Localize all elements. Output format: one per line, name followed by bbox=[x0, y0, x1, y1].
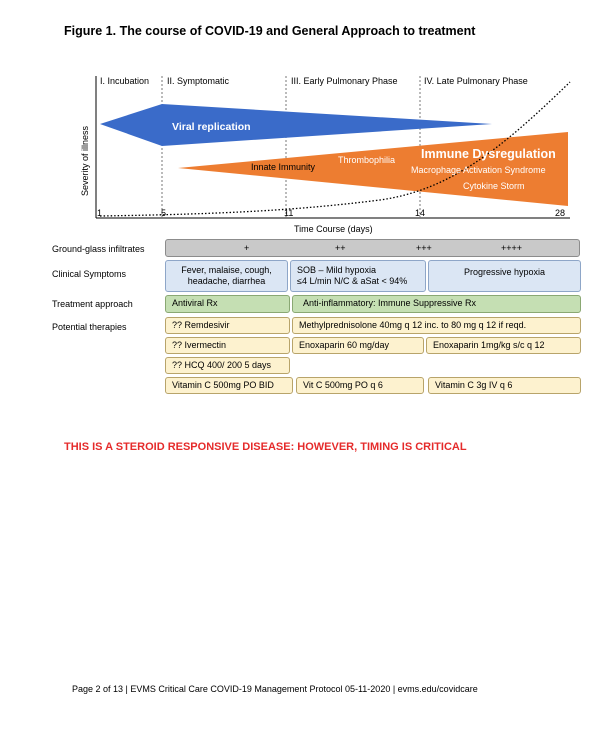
row-label-ground-glass: Ground-glass infiltrates bbox=[52, 244, 145, 254]
symptoms-early: Fever, malaise, cough, headache, diarrhe… bbox=[165, 260, 288, 292]
treatment-early: Antiviral Rx bbox=[165, 295, 290, 313]
viral-replication-label: Viral replication bbox=[172, 121, 251, 133]
viral-replication-wedge bbox=[100, 104, 492, 146]
x-tick-1: 1 bbox=[97, 208, 103, 218]
page-footer: Page 2 of 13 | EVMS Critical Care COVID-… bbox=[72, 684, 478, 694]
symptoms-early-line2: headache, diarrhea bbox=[187, 276, 266, 286]
row-label-clinical: Clinical Symptoms bbox=[52, 269, 127, 279]
grade-4: ++++ bbox=[501, 243, 523, 253]
ground-glass-bar: + ++ +++ ++++ bbox=[165, 239, 580, 257]
severity-curve bbox=[99, 81, 571, 217]
therapy-vitamin-c-iv: Vitamin C 3g IV q 6 bbox=[428, 377, 581, 394]
symptoms-mid: SOB – Mild hypoxia ≤4 L/min N/C & aSat <… bbox=[290, 260, 426, 292]
x-tick-11: 11 bbox=[284, 208, 294, 218]
therapy-hcq: ?? HCQ 400/ 200 5 days bbox=[165, 357, 290, 374]
symptoms-early-line1: Fever, malaise, cough, bbox=[181, 264, 272, 275]
therapy-enoxaparin-1mg: Enoxaparin 1mg/kg s/c q 12 bbox=[426, 337, 581, 354]
x-axis-label: Time Course (days) bbox=[294, 224, 373, 234]
y-axis-label: Severity of illness bbox=[80, 125, 90, 196]
course-diagram bbox=[95, 76, 571, 219]
immune-dysregulation-label: Immune Dysregulation bbox=[421, 147, 556, 161]
grade-3: +++ bbox=[416, 243, 432, 253]
immune-response-wedge bbox=[178, 132, 568, 206]
row-label-therapies: Potential therapies bbox=[52, 322, 127, 332]
therapy-ivermectin: ?? Ivermectin bbox=[165, 337, 290, 354]
x-tick-14: 14 bbox=[415, 208, 426, 218]
symptoms-mid-line2: ≤4 L/min N/C & aSat < 94% bbox=[297, 276, 408, 286]
therapy-remdesivir: ?? Remdesivir bbox=[165, 317, 290, 334]
x-tick-5: 5 bbox=[161, 208, 167, 218]
figure-title: Figure 1. The course of COVID-19 and Gen… bbox=[64, 24, 476, 38]
symptoms-mid-line1: SOB – Mild hypoxia bbox=[297, 264, 377, 275]
therapy-vitamin-c-po-bid: Vitamin C 500mg PO BID bbox=[165, 377, 293, 394]
phase-late-pulmonary: IV. Late Pulmonary Phase bbox=[424, 76, 528, 86]
macrophage-label: Macrophage Activation Syndrome bbox=[411, 165, 546, 175]
x-tick-28: 28 bbox=[555, 208, 566, 218]
phase-early-pulmonary: III. Early Pulmonary Phase bbox=[291, 76, 398, 86]
row-label-treatment: Treatment approach bbox=[52, 299, 133, 309]
innate-immunity-label: Innate Immunity bbox=[251, 162, 316, 172]
steroid-warning: THIS IS A STEROID RESPONSIVE DISEASE: HO… bbox=[64, 441, 467, 453]
therapy-enoxaparin-60: Enoxaparin 60 mg/day bbox=[292, 337, 424, 354]
grade-1: + bbox=[244, 243, 250, 253]
cytokine-storm-label: Cytokine Storm bbox=[463, 181, 525, 191]
phase-incubation: I. Incubation bbox=[100, 76, 150, 86]
treatment-late: Anti-inflammatory: Immune Suppressive Rx bbox=[292, 295, 581, 313]
symptoms-late: Progressive hypoxia bbox=[428, 260, 581, 292]
thrombophilia-label: Thrombophilia bbox=[338, 155, 396, 165]
grade-2: ++ bbox=[335, 243, 346, 253]
therapy-vitamin-c-po-q6: Vit C 500mg PO q 6 bbox=[296, 377, 424, 394]
phase-symptomatic: II. Symptomatic bbox=[167, 76, 230, 86]
therapy-methylprednisolone: Methylprednisolone 40mg q 12 inc. to 80 … bbox=[292, 317, 581, 334]
